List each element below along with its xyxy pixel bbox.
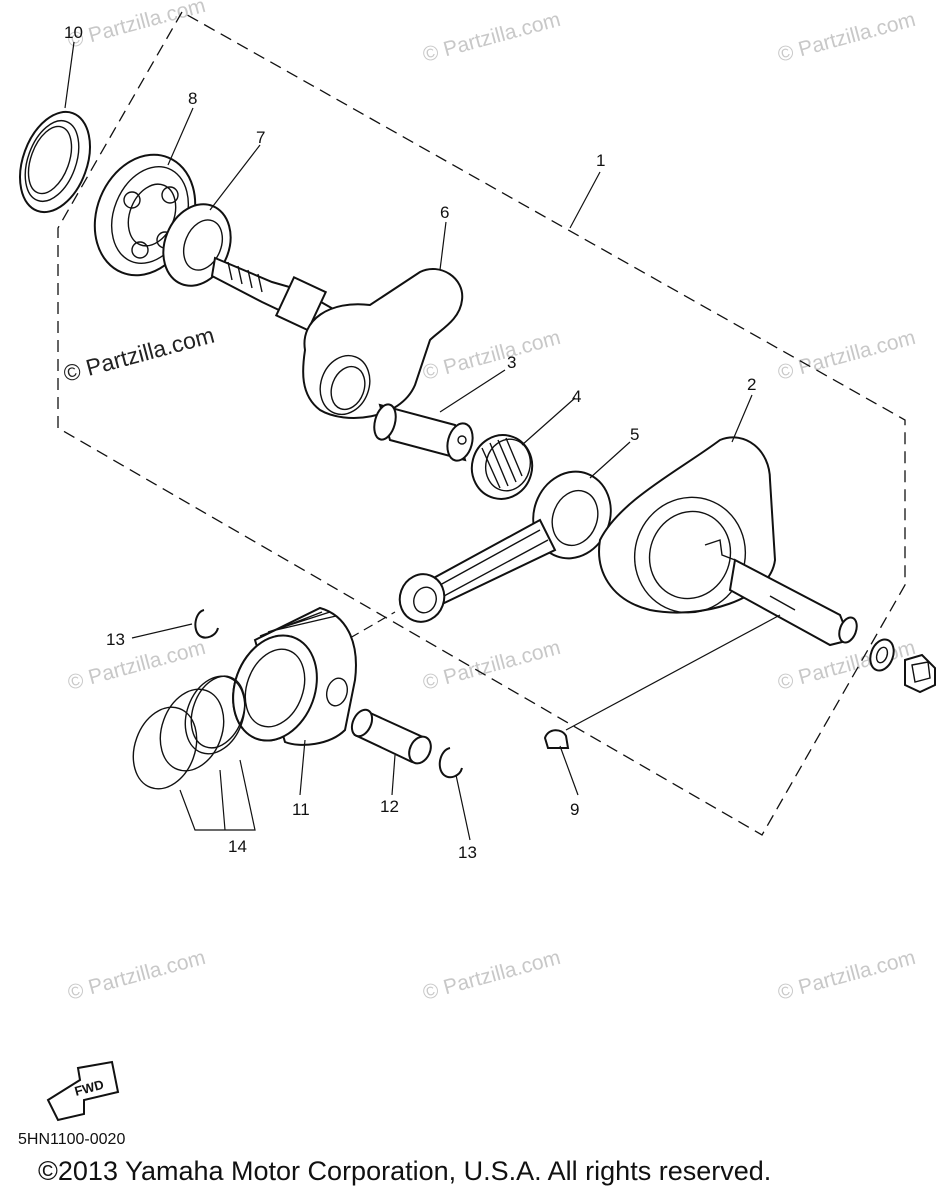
piston-part <box>232 606 357 746</box>
callout-10: 10 <box>64 23 83 42</box>
watermark: © Partzilla.com <box>420 636 563 695</box>
callout-3: 3 <box>507 353 516 372</box>
piston-pin-part <box>350 708 432 765</box>
callout-11: 11 <box>292 800 310 819</box>
crank-pin-part <box>373 403 474 462</box>
callout-6: 6 <box>440 203 449 222</box>
watermarks: © Partzilla.com © Partzilla.com © Partzi… <box>61 0 918 1005</box>
callouts: 1 2 3 4 5 6 7 8 9 10 11 12 13 13 14 <box>64 23 756 862</box>
watermark: © Partzilla.com <box>775 326 918 385</box>
assembly-boundary <box>57 11 906 836</box>
callout-12: 12 <box>380 797 399 816</box>
nut-part <box>904 653 936 694</box>
circlip-upper-part <box>194 609 219 639</box>
needle-bearing-part <box>470 434 534 500</box>
callout-4: 4 <box>572 387 581 406</box>
watermark: © Partzilla.com <box>65 946 208 1005</box>
key-leader <box>565 614 781 731</box>
watermark: © Partzilla.com <box>420 8 563 67</box>
washer-part <box>869 638 895 672</box>
callout-13-lower: 13 <box>458 843 477 862</box>
callout-leaders <box>64 41 753 841</box>
watermark: © Partzilla.com <box>420 326 563 385</box>
callout-2: 2 <box>747 375 756 394</box>
callout-7: 7 <box>256 128 265 147</box>
watermark: © Partzilla.com <box>65 636 208 695</box>
connecting-rod-part <box>398 470 612 623</box>
callout-8: 8 <box>188 89 197 108</box>
watermark: © Partzilla.com <box>65 0 208 53</box>
watermark-dark: © Partzilla.com <box>61 322 217 387</box>
callout-13-upper: 13 <box>106 630 125 649</box>
diagram-code: 5HN1100-0020 <box>18 1131 126 1148</box>
callout-5: 5 <box>630 425 639 444</box>
watermark: © Partzilla.com <box>775 946 918 1005</box>
watermark: © Partzilla.com <box>420 946 563 1005</box>
watermark: © Partzilla.com <box>775 8 918 67</box>
callout-9: 9 <box>570 800 579 819</box>
circlip-lower-part <box>438 747 463 779</box>
callout-14: 14 <box>228 837 247 856</box>
fwd-label: FWD <box>73 1077 105 1099</box>
oil-seal-part <box>19 110 91 214</box>
copyright-notice: ©2013 Yamaha Motor Corporation, U.S.A. A… <box>38 1156 772 1186</box>
crank-right-part <box>598 436 858 647</box>
woodruff-key-part <box>543 729 570 749</box>
piston-leader <box>349 611 396 639</box>
crank-left-part <box>210 256 464 419</box>
rings-leader <box>179 759 256 831</box>
callout-1: 1 <box>596 151 605 170</box>
fwd-arrow-icon: FWD <box>46 1060 120 1122</box>
piston-rings-part <box>132 675 246 790</box>
